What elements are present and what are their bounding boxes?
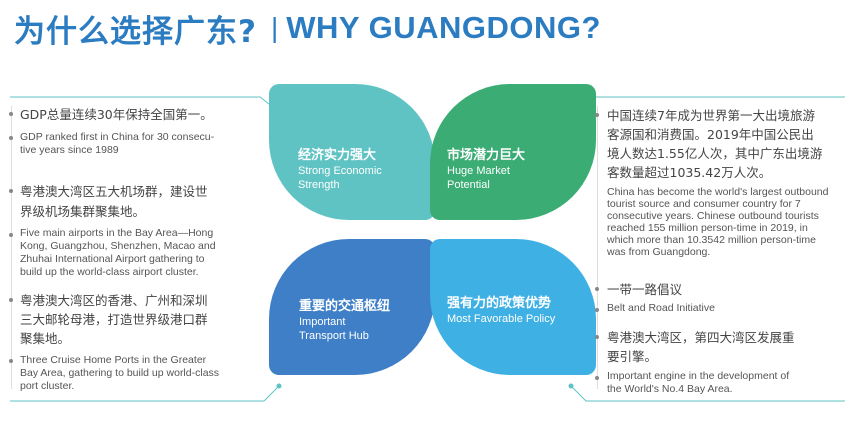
petal-economic-strength: 经济实力强大 Strong Economic Strength: [269, 84, 435, 220]
page-title: 为什么选择广东? | WHY GUANGDONG?: [14, 6, 601, 50]
left-item3-cn: 聚集地。: [20, 331, 71, 346]
petal-label-en: Huge Market: [447, 165, 510, 177]
bullet: [9, 189, 13, 193]
right-item1-en: was from Guangdong.: [607, 246, 711, 258]
leader-line-bottom-right: [570, 385, 845, 402]
right-item3-cn: 粤港澳大湾区，第四大湾区发展重: [607, 330, 795, 345]
left-item3-en: Three Cruise Home Ports in the Greater: [20, 354, 207, 366]
petal-label-en: Strength: [298, 179, 340, 191]
leader-dot-bottom-left: [276, 383, 282, 389]
left-divider: [11, 106, 12, 389]
left-item2-en: build up the world-class airport cluster…: [20, 266, 199, 278]
right-item2-cn: 一带一路倡议: [607, 282, 683, 297]
left-item2-en: Five main airports in the Bay Area—Hong: [20, 227, 214, 239]
leader-dot-bottom-right: [568, 383, 574, 389]
right-item1-cn: 中国连续7年成为世界第一大出境旅游: [607, 108, 815, 123]
left-item1-en: GDP ranked first in China for 30 consecu…: [20, 131, 215, 143]
title-chinese: 为什么选择广东?: [14, 13, 257, 50]
bullet: [595, 287, 599, 291]
left-item1-cn: GDP总量连续30年保持全国第一。: [20, 107, 213, 122]
right-item3-en: the World's No.4 Bay Area.: [607, 383, 733, 395]
petal-market-potential: 市场潜力巨大 Huge Market Potential: [430, 84, 596, 220]
right-item1-cn: 客源国和消费国。2019年中国公民出: [607, 127, 814, 142]
left-item2-en: Zhuhai International Airport gathering t…: [20, 253, 205, 265]
petal-label-en: Most Favorable Policy: [447, 313, 556, 325]
right-item3-en: Important engine in the development of: [607, 370, 790, 382]
petal-label-en: Transport Hub: [299, 330, 369, 342]
petal-label-en: Potential: [447, 179, 490, 191]
petal-label-en: Strong Economic: [298, 165, 382, 177]
left-item2-cn: 粤港澳大湾区五大机场群，建设世: [20, 184, 208, 199]
right-item2-en: Belt and Road Initiative: [607, 302, 715, 314]
bullet: [9, 359, 13, 363]
right-divider: [597, 106, 598, 389]
bullet: [9, 298, 13, 302]
right-item1-cn: 境人数达1.55亿人次，其中广东出境游: [607, 146, 823, 161]
petal-label-cn: 市场潜力巨大: [447, 148, 526, 163]
bullet: [595, 113, 599, 117]
bullet: [9, 112, 13, 116]
title-separator: |: [270, 12, 279, 43]
right-item1-en: which more than 10.3542 million person-t…: [607, 234, 816, 246]
right-item1-en: reached 155 million person-time in 2019,…: [607, 222, 808, 234]
left-item1-en: tive years since 1989: [20, 144, 119, 156]
left-item3-cn: 粤港澳大湾区的香港、广州和深圳: [20, 293, 208, 308]
bullet: [595, 308, 599, 312]
left-item2-cn: 界级机场集群聚集地。: [20, 204, 146, 219]
right-item1-en: China has become the world's largest out…: [607, 186, 829, 198]
bullet: [595, 376, 599, 380]
petal-label-cn: 经济实力强大: [298, 148, 377, 163]
bullet: [9, 233, 13, 237]
right-item1-en: consecutive years. Chinese outbound tour…: [607, 210, 819, 222]
left-item3-cn: 三大邮轮母港，打造世界级港口群: [20, 312, 208, 327]
left-item2-en: Kong, Guangzhou, Shenzhen, Macao and: [20, 240, 216, 252]
petal-transport-hub: 重要的交通枢纽 Important Transport Hub: [269, 239, 435, 375]
bullet: [595, 335, 599, 339]
petal-label-cn: 强有力的政策优势: [447, 296, 552, 311]
bullet: [9, 136, 13, 140]
title-english: WHY GUANGDONG?: [286, 10, 601, 45]
left-item3-en: port cluster.: [20, 380, 75, 392]
petal-label-en: Important: [299, 316, 346, 328]
leader-line-bottom-left: [10, 385, 280, 402]
petal-favorable-policy: 强有力的政策优势 Most Favorable Policy: [430, 239, 596, 375]
right-item3-cn: 要引擎。: [607, 349, 658, 364]
right-item1-en: tourist source and consumer country for …: [607, 198, 801, 210]
left-item3-en: Bay Area, gathering to build up world-cl…: [20, 367, 220, 379]
right-item1-cn: 客数量超过1035.42万人次。: [607, 165, 772, 180]
petal-label-cn: 重要的交通枢纽: [299, 299, 391, 314]
